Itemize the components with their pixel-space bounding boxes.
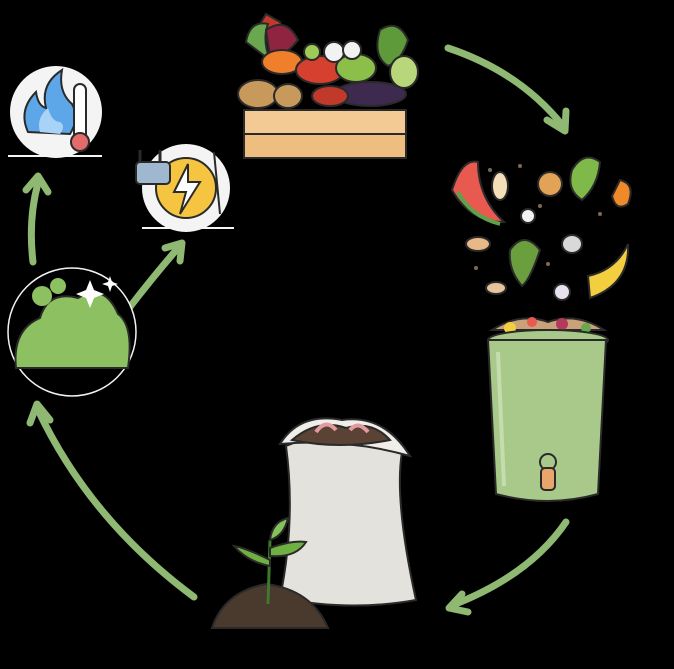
vegetable-crate-icon (237, 12, 419, 159)
food-scraps-icon (450, 156, 632, 301)
arrow-compost-to-biogas (26, 400, 198, 601)
cycle-arrows (22, 44, 570, 616)
plug-lightning-icon (135, 144, 234, 232)
arrow-biogas-to-electricity (122, 239, 186, 316)
flame-thermometer-icon (8, 66, 102, 158)
arrow-biogas-to-heat (22, 172, 52, 266)
green-bin-digester-icon (486, 317, 609, 502)
compost-sack-seedling-icon (210, 417, 418, 629)
arrow-bin-to-compost (445, 518, 570, 616)
green-gas-cloud-icon (7, 267, 137, 397)
arrow-produce-to-scraps (444, 44, 570, 135)
